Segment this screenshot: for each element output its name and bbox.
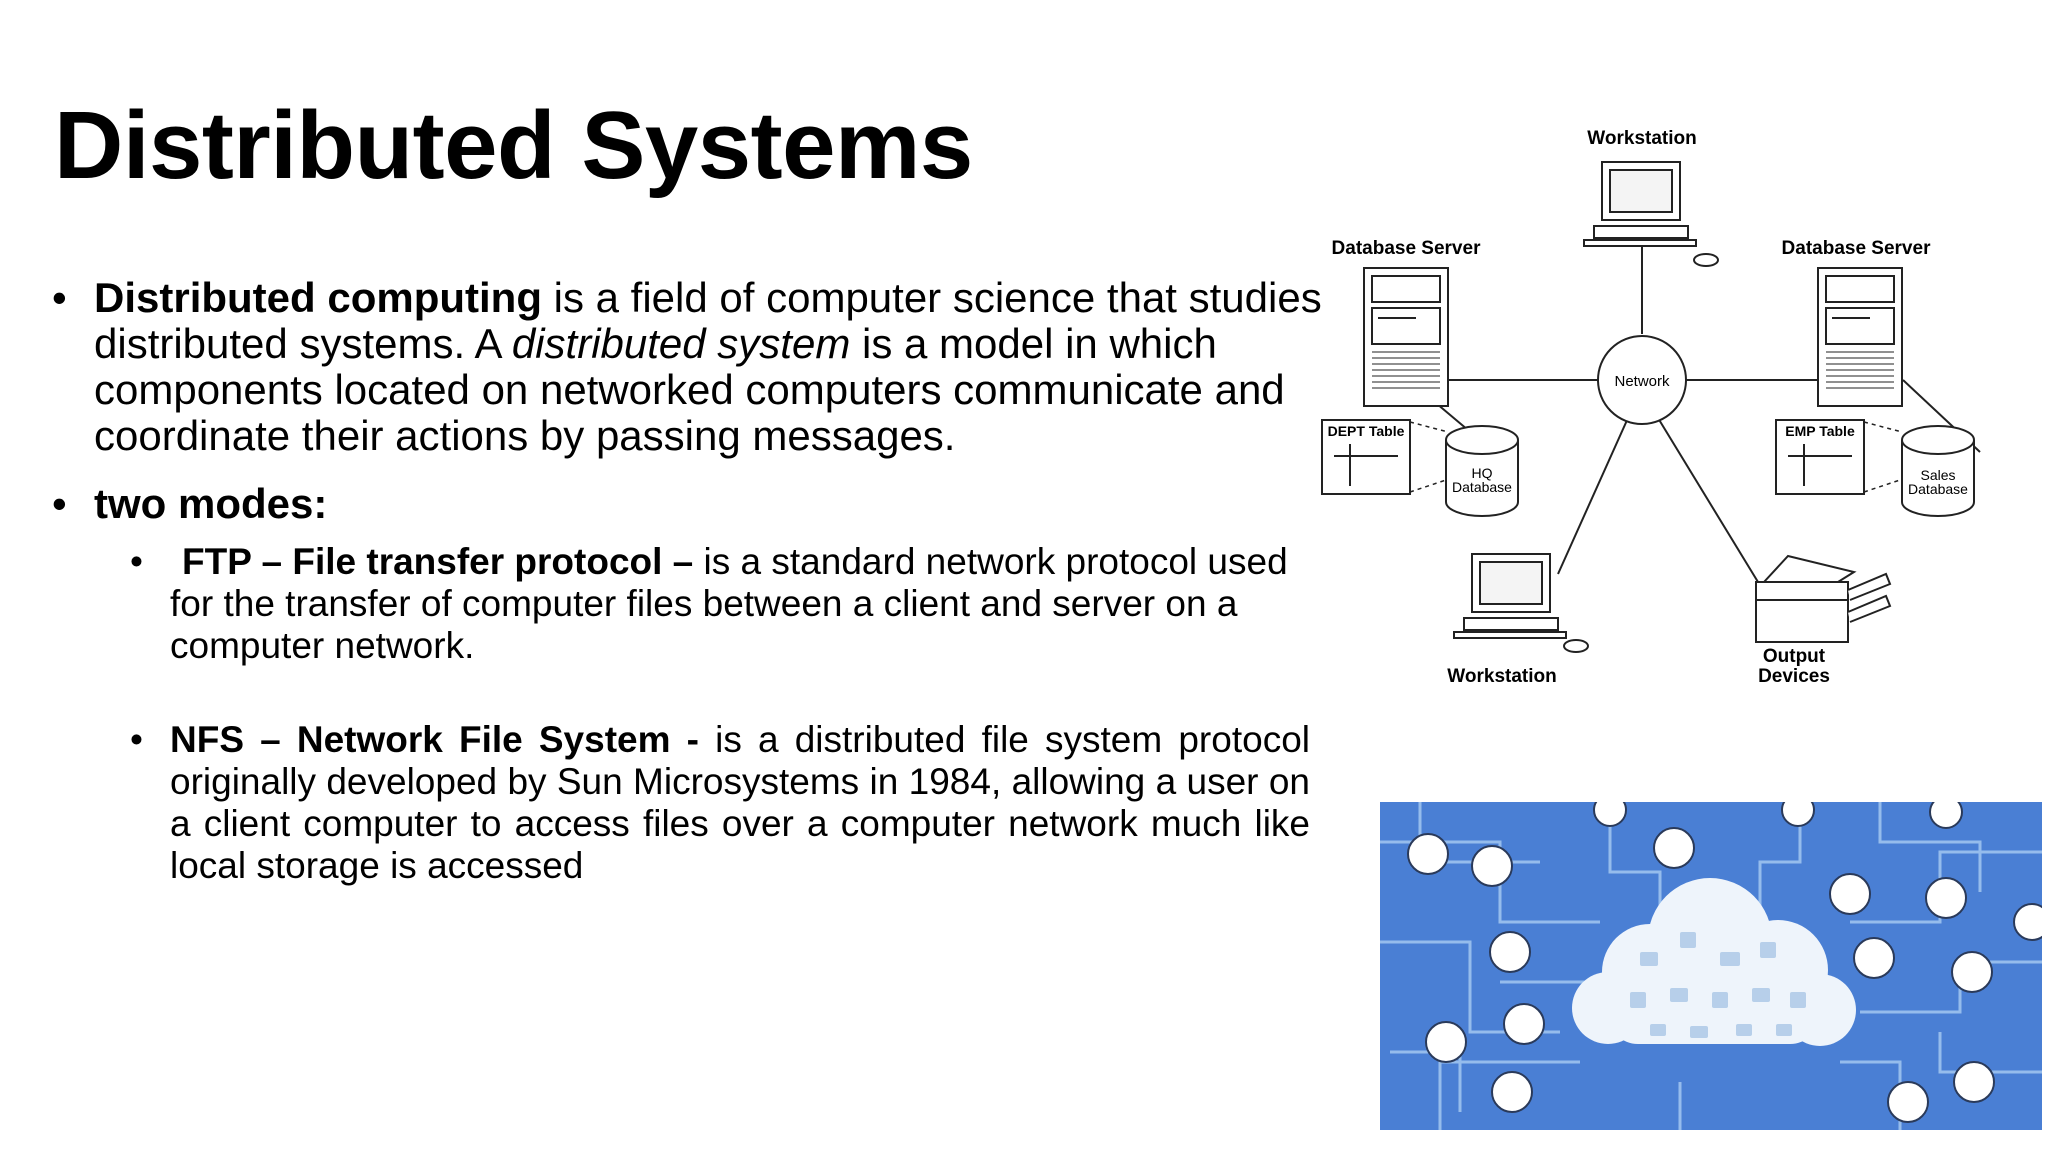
definition-text-b: is a model in which components located o… bbox=[94, 320, 1285, 459]
bullet-marker: • bbox=[52, 274, 67, 321]
sub-bullet-nfs: • NFS – Network File System - is a distr… bbox=[130, 719, 1310, 887]
network-hub bbox=[1597, 335, 1687, 425]
microphone-device-icon bbox=[1781, 802, 1815, 827]
lamp-device-icon bbox=[1407, 833, 1449, 875]
definition-text-a: is a field of computer science that stud… bbox=[94, 274, 1322, 367]
two-modes-heading: two modes: bbox=[94, 480, 328, 527]
term-nfs: NFS – Network File System - bbox=[170, 719, 699, 760]
sales-database-icon bbox=[1901, 425, 1975, 517]
car-device-icon bbox=[2013, 903, 2042, 941]
sub-bullet-marker: • bbox=[130, 541, 143, 582]
sales-database-label-1: Sales bbox=[1920, 467, 1955, 483]
workstation-bottom-icon bbox=[1453, 553, 1589, 653]
monitor-device-icon bbox=[1925, 877, 1967, 919]
network-diagram: Network Workstation Database Server bbox=[1321, 128, 1981, 687]
slide-body: • Distributed computing is a field of co… bbox=[52, 275, 1337, 887]
workstation-top-icon bbox=[1583, 161, 1719, 267]
dept-table-icon bbox=[1321, 419, 1411, 495]
output-devices-label-2: Devices bbox=[1758, 666, 1830, 687]
camera-device-icon bbox=[1593, 802, 1627, 827]
fridge-device-icon bbox=[1951, 951, 1993, 993]
sub-bullet-ftp: • FTP – File transfer protocol – is a st… bbox=[130, 541, 1300, 667]
hq-database-icon bbox=[1445, 425, 1519, 517]
speaker-device-icon bbox=[1953, 1061, 1995, 1103]
dept-table-label: DEPT Table bbox=[1328, 423, 1405, 439]
washer-device-icon bbox=[1829, 873, 1871, 915]
emp-table-icon bbox=[1775, 419, 1865, 495]
printer-device-icon bbox=[1653, 827, 1695, 869]
slide-title: Distributed Systems bbox=[54, 92, 973, 199]
term-distributed-computing: Distributed computing bbox=[94, 274, 542, 321]
workstation-bottom-label: Workstation bbox=[1447, 666, 1556, 687]
bullet-marker: • bbox=[52, 480, 67, 527]
iot-cloud-illustration bbox=[1380, 802, 2042, 1130]
term-ftp: FTP – File transfer protocol – bbox=[182, 541, 694, 582]
workstation-top-label: Workstation bbox=[1587, 128, 1696, 149]
database-server-left-label: Database Server bbox=[1332, 238, 1482, 259]
headphones-device-icon bbox=[1471, 845, 1513, 887]
photo-camera-device-icon bbox=[1425, 1021, 1467, 1063]
output-devices-label-1: Output bbox=[1763, 646, 1826, 667]
hq-database-label-1: HQ bbox=[1472, 465, 1493, 481]
network-label: Network bbox=[1614, 373, 1670, 390]
emp-table-label: EMP Table bbox=[1785, 423, 1855, 439]
database-server-right-label: Database Server bbox=[1782, 238, 1932, 259]
hq-database-label-2: Database bbox=[1452, 479, 1512, 495]
watch-device-icon bbox=[1887, 1081, 1929, 1123]
bullet-two-modes: • two modes: bbox=[52, 481, 1337, 527]
phone-device-icon bbox=[1503, 1003, 1545, 1045]
ftp-description: is a standard network protocol used for … bbox=[170, 541, 1288, 666]
bullet-distributed-computing: • Distributed computing is a field of co… bbox=[52, 275, 1337, 459]
bulb-device-icon bbox=[1491, 1071, 1533, 1113]
nfs-description: is a distributed file system protocol or… bbox=[170, 719, 1310, 886]
radio-device-icon bbox=[1853, 937, 1895, 979]
database-server-right-icon bbox=[1817, 267, 1903, 407]
sales-database-label-2: Database bbox=[1908, 481, 1968, 497]
sub-bullet-marker: • bbox=[130, 719, 143, 760]
bottle-device-icon bbox=[1929, 802, 1963, 829]
printer-icon bbox=[1755, 554, 1892, 643]
term-distributed-system: distributed system bbox=[511, 320, 851, 367]
database-server-left-icon bbox=[1363, 267, 1449, 407]
gamepad-device-icon bbox=[1489, 931, 1531, 973]
